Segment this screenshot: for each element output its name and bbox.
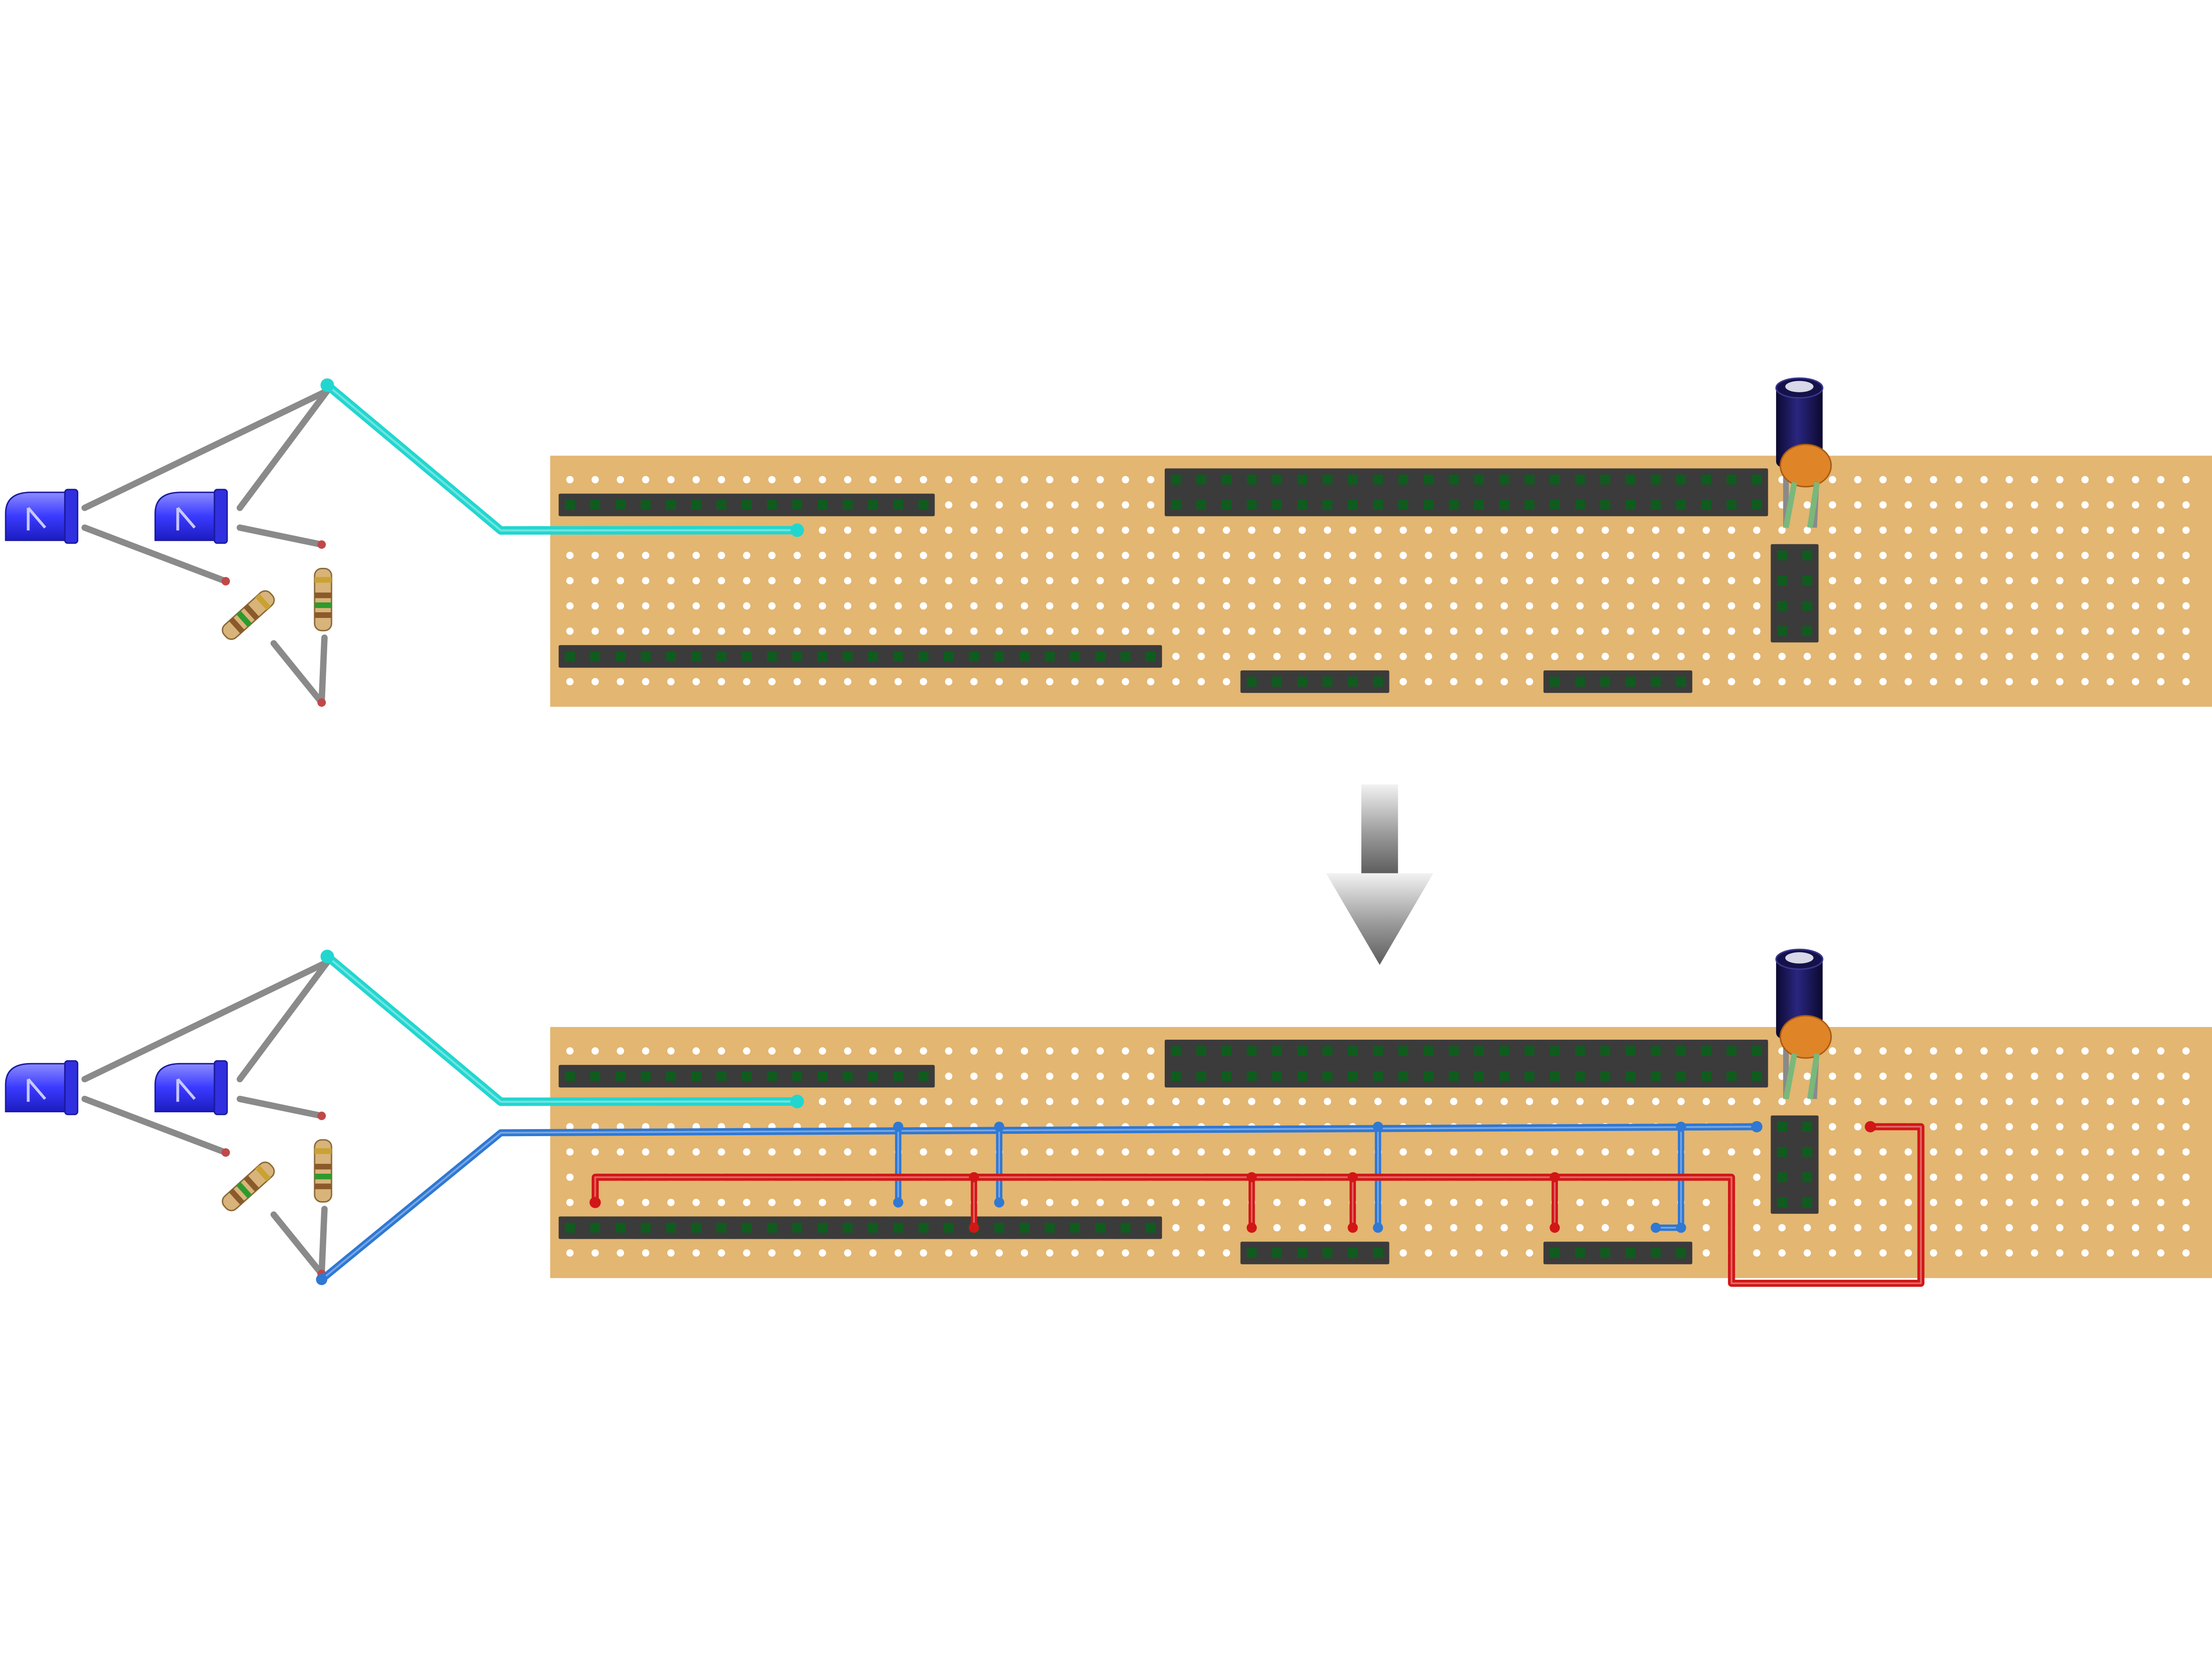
down-arrow-icon — [1326, 784, 1433, 965]
wire-cyan — [320, 378, 804, 537]
wire-blue-link — [1650, 1222, 1686, 1233]
resistor-1 — [221, 1161, 275, 1211]
panel-before — [5, 377, 2212, 707]
led-2 — [154, 489, 228, 544]
resistor-2 — [314, 568, 332, 631]
resistor-2 — [314, 1139, 332, 1203]
header-5 — [1240, 670, 1389, 693]
header-3 — [1771, 1115, 1819, 1214]
wire-red-drop-2 — [1246, 1172, 1257, 1233]
wire-blue-main — [316, 1121, 1763, 1285]
header-6 — [1543, 1241, 1692, 1264]
header-4 — [559, 645, 1162, 668]
ceramic-capacitor — [1779, 1015, 1832, 1100]
wire-red-drop-3 — [1347, 1172, 1358, 1233]
led-1 — [5, 489, 79, 544]
header-2 — [1164, 468, 1768, 516]
wire-red-drop-4 — [1550, 1172, 1560, 1233]
header-6 — [1543, 670, 1692, 693]
header-1 — [559, 493, 935, 516]
header-2 — [1164, 1039, 1768, 1088]
wire-cyan — [320, 949, 804, 1108]
wire-blue-drop-2 — [994, 1122, 1005, 1208]
header-3 — [1771, 544, 1819, 643]
component-leads — [81, 959, 331, 1278]
header-5 — [1240, 1241, 1389, 1264]
led-2 — [154, 1060, 228, 1116]
component-leads — [81, 388, 331, 707]
led-1 — [5, 1060, 79, 1116]
resistor-1 — [221, 590, 275, 640]
header-4 — [559, 1216, 1162, 1239]
wire-red-main — [589, 1121, 1925, 1287]
panel-after — [5, 948, 2212, 1287]
header-1 — [559, 1064, 935, 1088]
wire-blue-drop-1 — [893, 1122, 904, 1208]
wire-red-drop-1 — [969, 1172, 979, 1233]
ceramic-capacitor — [1779, 443, 1832, 529]
